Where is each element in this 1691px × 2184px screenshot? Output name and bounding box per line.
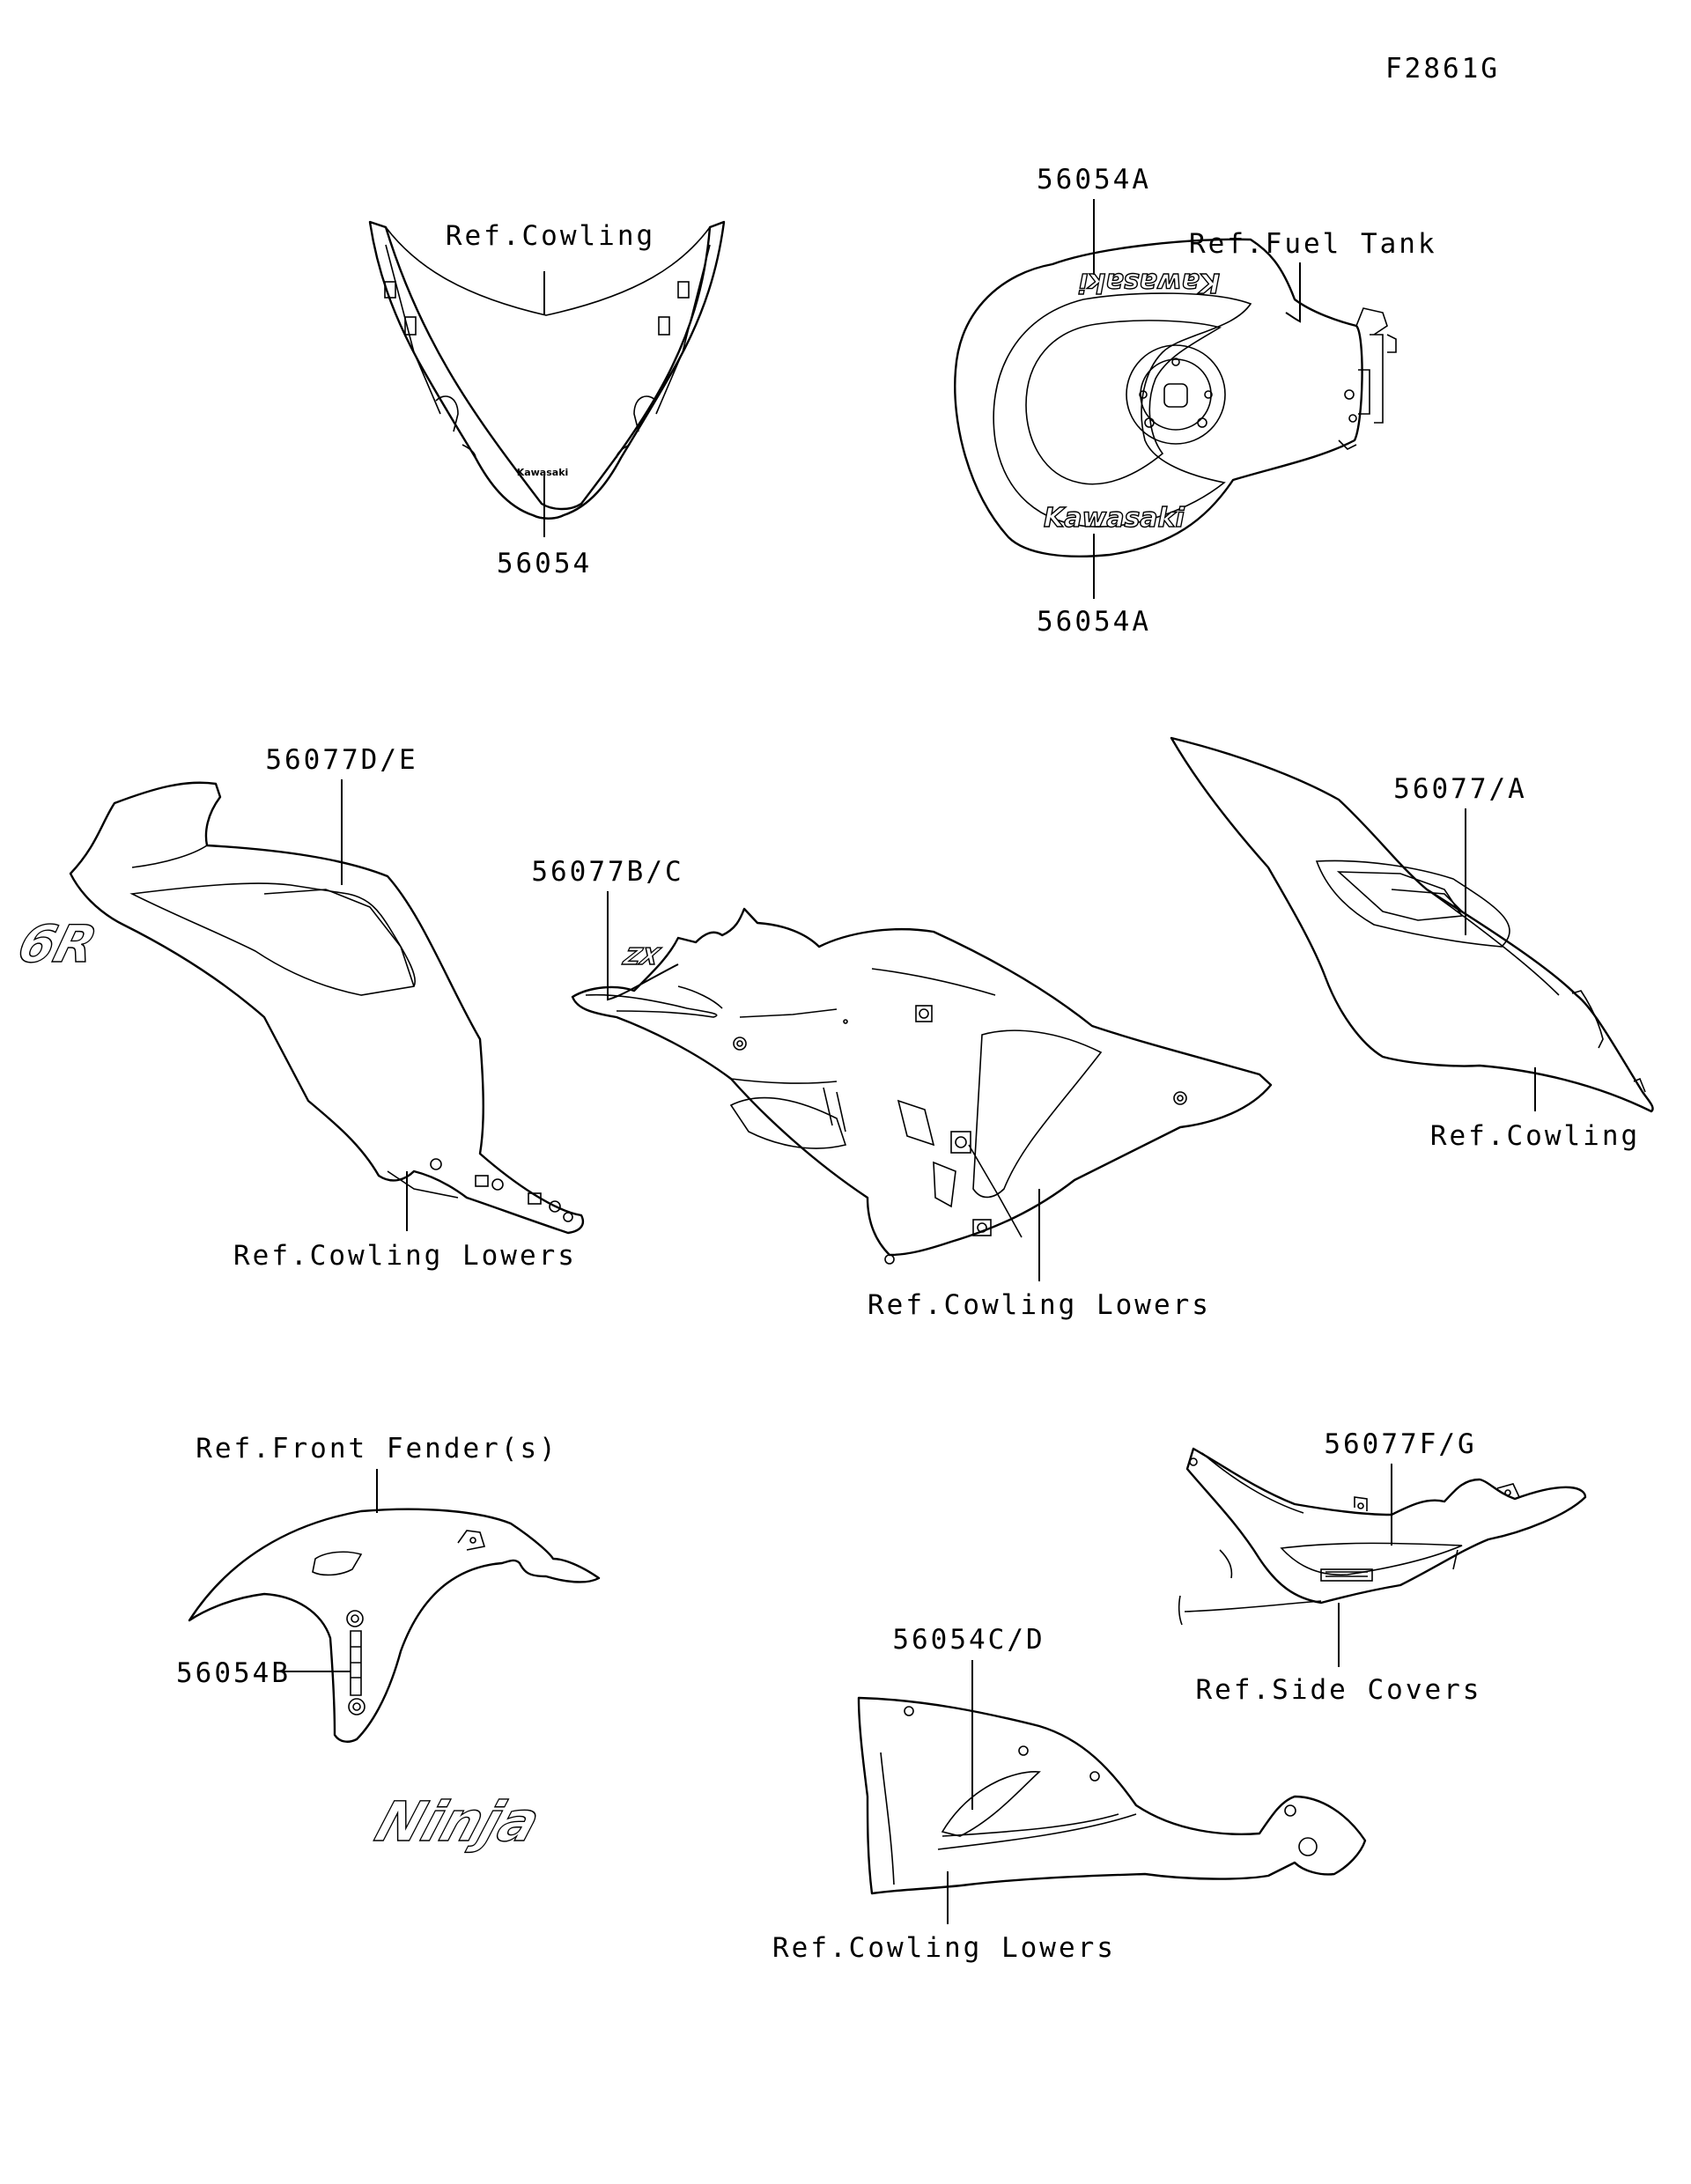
left-cowl-ref-label: Ref.Cowling Lowers [233,1240,577,1272]
side-cover-ref-label: Ref.Side Covers [1196,1674,1482,1706]
front-fender-ref-label: Ref.Front Fender(s) [196,1433,558,1465]
tank-kawasaki-logo-top: Kawasaki [1078,267,1220,298]
figure-code: F2861G [1385,53,1500,85]
side-cover-part-number[interactable]: 56077F/G [1324,1428,1476,1460]
left-cowl-part-number[interactable]: 56077D/E [265,744,417,776]
side-fairing-part[interactable]: ZX [571,907,1273,1265]
upper-cowl-part[interactable] [1170,736,1654,1113]
side-fairing-ref-label: Ref.Cowling Lowers [868,1289,1211,1321]
windscreen-part[interactable]: Kawasaki [368,220,726,520]
belly-pan-part-number[interactable]: 56054C/D [892,1624,1045,1656]
windscreen-part-number[interactable]: 56054 [497,548,592,579]
upper-cowl-part-number[interactable]: 56077/A [1393,773,1527,805]
front-fender-part[interactable] [188,1508,601,1743]
left-cowl-part[interactable]: 6R [11,781,585,1235]
belly-pan-ref-label: Ref.Cowling Lowers [772,1932,1116,1964]
front-fender-part-number[interactable]: 56054B [176,1657,291,1689]
windscreen-kawasaki-logo: Kawasaki [517,467,569,478]
tank-ref-label: Ref.Fuel Tank [1189,228,1437,260]
belly-pan-part[interactable]: Ninja [367,1696,1367,1895]
tank-part-number-bottom[interactable]: 56054A [1037,606,1151,638]
side-cover-part[interactable] [1178,1447,1587,1626]
side-fairing-part-number[interactable]: 56077B/C [531,856,683,888]
upper-cowl-ref-label: Ref.Cowling [1430,1120,1640,1152]
left-cowl-sr-logo: 6R [12,914,103,974]
windscreen-ref-label: Ref.Cowling [446,220,655,252]
tank-part-number-top[interactable]: 56054A [1037,164,1151,196]
belly-pan-ninja-logo: Ninja [368,1790,548,1854]
tank-kawasaki-logo-bottom: Kawasaki [1044,503,1185,534]
fuel-tank-part[interactable]: Kawasaki Kawasaki [954,238,1397,557]
